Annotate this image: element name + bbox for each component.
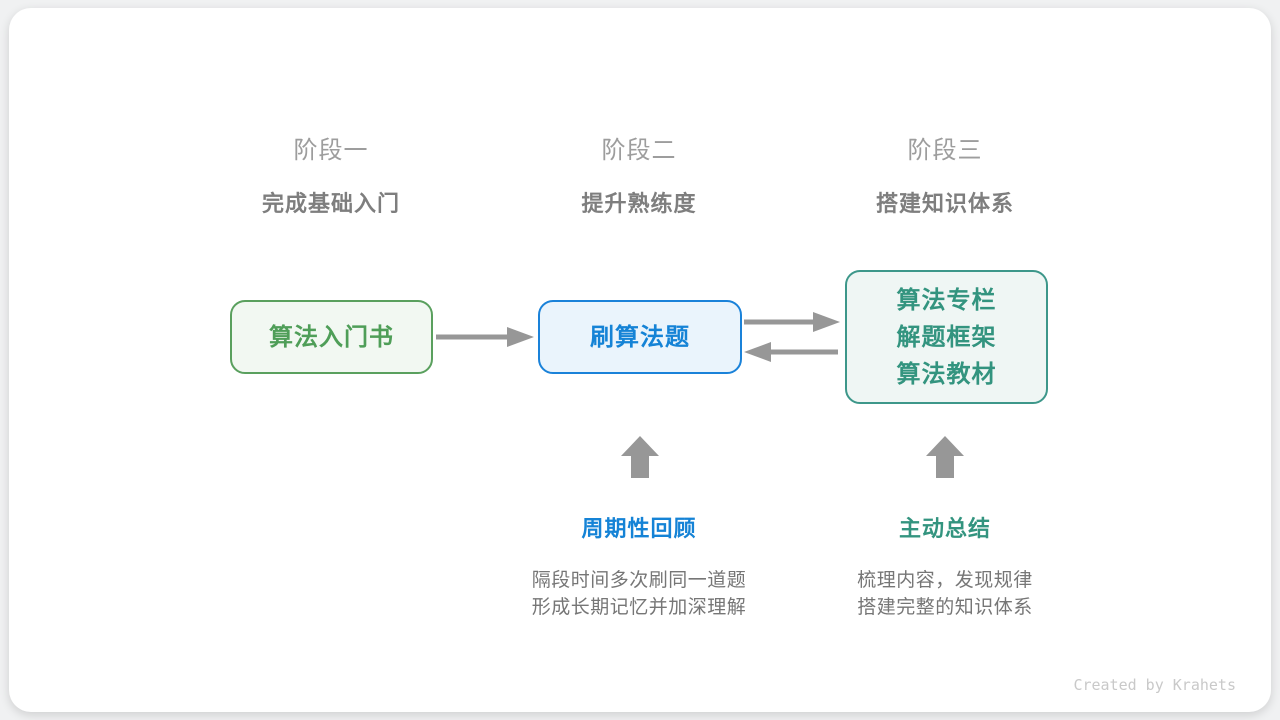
note-summary-line-1: 梳理内容，发现规律 xyxy=(857,570,1033,591)
node-knowledge-sources: 算法专栏 解题框架 算法教材 xyxy=(845,270,1048,404)
note-review-title: 周期性回顾 xyxy=(581,516,697,541)
node-intro-book-label: 算法入门书 xyxy=(269,323,394,351)
stage-3-subtitle: 搭建知识体系 xyxy=(875,191,1014,216)
stage-2-label: 阶段二 xyxy=(601,137,677,164)
stage-2-header: 阶段二 提升熟练度 xyxy=(479,130,799,218)
note-summary-title: 主动总结 xyxy=(898,516,991,541)
node-practice-problems: 刷算法题 xyxy=(538,300,742,374)
stage-1-header: 阶段一 完成基础入门 xyxy=(171,130,491,218)
node-practice-label: 刷算法题 xyxy=(590,323,690,351)
stage-3-label: 阶段三 xyxy=(907,137,983,164)
note-review-body: 隔段时间多次刷同一道题 形成长期记忆并加深理解 xyxy=(479,567,799,621)
stage-1-subtitle: 完成基础入门 xyxy=(261,191,400,216)
note-active-summary: 主动总结 梳理内容，发现规律 搭建完整的知识体系 xyxy=(785,511,1105,621)
node-intro-book: 算法入门书 xyxy=(230,300,433,374)
note-review-line-1: 隔段时间多次刷同一道题 xyxy=(531,570,747,591)
note-periodic-review: 周期性回顾 隔段时间多次刷同一道题 形成长期记忆并加深理解 xyxy=(479,511,799,621)
note-summary-line-2: 搭建完整的知识体系 xyxy=(857,597,1033,618)
stage-3-header: 阶段三 搭建知识体系 xyxy=(785,130,1105,218)
note-summary-body: 梳理内容，发现规律 搭建完整的知识体系 xyxy=(785,567,1105,621)
node-advanced-line-1: 算法专栏 xyxy=(896,286,997,314)
note-review-line-2: 形成长期记忆并加深理解 xyxy=(531,597,747,618)
node-advanced-line-3: 算法教材 xyxy=(896,360,997,388)
stage-2-subtitle: 提升熟练度 xyxy=(581,191,697,216)
stage-1-label: 阶段一 xyxy=(293,137,369,164)
node-advanced-line-2: 解题框架 xyxy=(896,323,997,351)
watermark-credit: Created by Krahets xyxy=(1073,676,1236,694)
